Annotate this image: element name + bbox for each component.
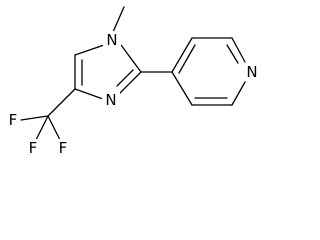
bond-py-n-c6 [231,81,246,106]
bond-py-c4-c3 [171,37,193,73]
pyridine-nitrogen-atom: N [244,63,260,81]
bond-py-c2-n-double [226,44,239,64]
imine-nitrogen-atom: N [102,91,120,109]
bond-n1-c5 [74,44,105,56]
fluorine-atom-2: F [26,139,40,157]
bond-methyl-n [112,6,125,33]
bond-py-c5-c4 [171,71,193,106]
pyridine-nitrogen-label: N [246,63,257,81]
fluorine-1-label: F [9,111,18,129]
bond-c4-n3 [74,88,104,100]
bond-c2-n1 [120,44,142,73]
bonds [20,6,246,141]
bond-n3-c2-double [116,69,134,87]
bond-py-c4-c3-double [178,44,196,74]
chemical-structure: N N N F F F [6,6,260,157]
fluorine-atom-1: F [6,111,20,129]
bond-n3-c2 [119,71,142,94]
atom-labels: N N N F F F [6,31,260,157]
bond-cf3-f3 [47,115,61,141]
fluorine-3-label: F [59,139,68,157]
bond-ring-cf3 [47,88,76,117]
methyl-nitrogen-label: N [106,31,117,49]
imine-nitrogen-label: N [105,91,116,109]
fluorine-2-label: F [29,139,38,157]
bond-cf3-f1 [20,115,49,121]
fluorine-atom-3: F [56,139,70,157]
methyl-nitrogen-atom: N [103,31,121,49]
bond-py-c2-n [231,37,246,63]
bond-cf3-f2 [35,115,49,141]
